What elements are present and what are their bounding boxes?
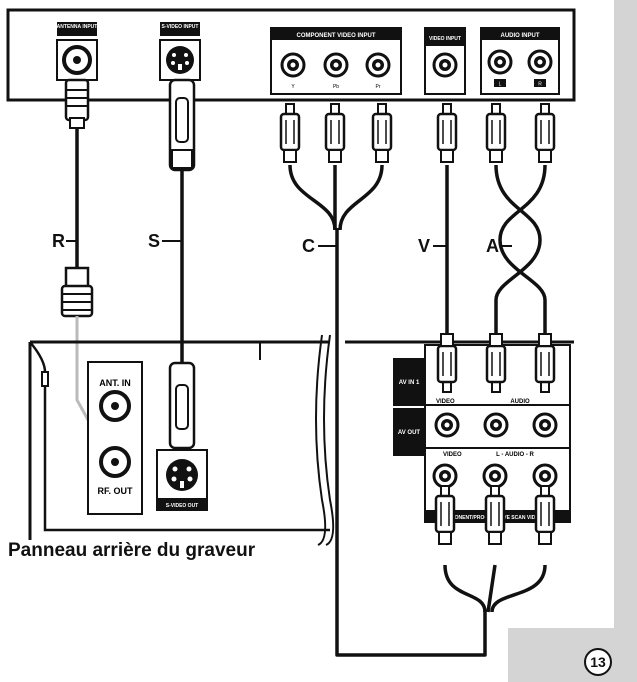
tv-rear-panel: ANTENNA INPUT S-VIDEO INPUT COMPONENT VI… bbox=[6, 8, 576, 102]
component-video-input: COMPONENT VIDEO INPUT Y Pb Pr bbox=[270, 27, 402, 95]
svideo-plug-bottom bbox=[168, 361, 196, 450]
video-input-label: VIDEO INPUT bbox=[429, 36, 461, 42]
cable-label-v: V bbox=[418, 236, 430, 256]
svideo-plug-top bbox=[168, 78, 196, 172]
svideo-input-jack: S-VIDEO INPUT bbox=[159, 22, 201, 81]
antenna-input-jack: ANTENNA INPUT bbox=[56, 22, 98, 81]
page-number-tab bbox=[508, 628, 637, 682]
cable-label-a: A bbox=[486, 236, 499, 256]
cable-label-c: C bbox=[302, 236, 315, 256]
audio-cable-right bbox=[498, 164, 547, 340]
component-jack-label-pr: Pr bbox=[376, 84, 381, 90]
av-out-label: AV OUT bbox=[398, 430, 421, 436]
av-audio-label: AUDIO bbox=[510, 399, 530, 405]
page-side-bar bbox=[614, 0, 637, 628]
component-cable-main bbox=[335, 228, 487, 657]
page-number: 13 bbox=[584, 648, 612, 676]
audio-cable-left bbox=[494, 164, 542, 340]
svideo-out-label: S-VIDEO OUT bbox=[166, 503, 199, 509]
component-jack-label-y: Y bbox=[291, 84, 295, 90]
diagram-caption: Panneau arrière du graveur bbox=[8, 540, 256, 561]
component-video-input-label: COMPONENT VIDEO INPUT bbox=[296, 33, 375, 39]
cable-label-r: R bbox=[52, 231, 65, 251]
av-in1-label: AV IN 1 bbox=[399, 380, 420, 386]
audio-jack-label-l: L bbox=[499, 82, 502, 88]
cables bbox=[75, 125, 547, 657]
audio-input-label: AUDIO INPUT bbox=[501, 33, 540, 39]
audio-input-jacks: AUDIO INPUT L R bbox=[480, 27, 560, 95]
out-audio-lr-label: L - AUDIO - R bbox=[496, 452, 534, 458]
rf-out-label: RF. OUT bbox=[98, 486, 134, 496]
svideo-input-label: S-VIDEO INPUT bbox=[162, 24, 199, 30]
av-video-label: VIDEO bbox=[436, 399, 455, 405]
video-input-jack: VIDEO INPUT bbox=[424, 27, 466, 95]
out-video-label: VIDEO bbox=[443, 452, 462, 458]
component-cable-y bbox=[288, 164, 337, 231]
ant-in-label: ANT. IN bbox=[99, 378, 131, 388]
antenna-input-label: ANTENNA INPUT bbox=[57, 24, 98, 30]
audio-jack-label-r: R bbox=[538, 82, 542, 88]
cable-label-s: S bbox=[148, 231, 160, 251]
antenna-plug-top bbox=[64, 78, 90, 129]
cable-labels: R S C V A bbox=[52, 231, 512, 256]
component-jack-label-pb: Pb bbox=[333, 84, 339, 90]
